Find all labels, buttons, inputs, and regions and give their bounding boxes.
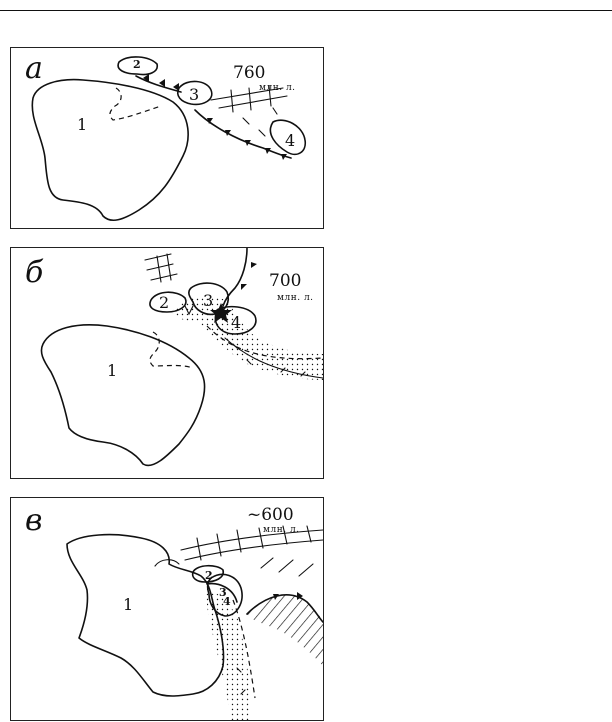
suture-line [149,331,194,369]
age-unit: млн. л. [277,293,314,303]
subduction-tooth [297,592,303,600]
panel-v-letter: в [25,503,42,538]
age-label: ~600 [247,505,294,525]
ridge-ticks [242,107,278,137]
block-3-label: 3 [203,291,213,310]
subduction-tooth [143,74,149,82]
subduction-tooth [173,83,179,91]
panel-b-letter: б [25,255,44,290]
spreading-ridge [210,87,284,101]
subduction-tooth [225,130,231,136]
age-label: 760 [233,63,265,83]
panel-a: а 1 2 3 4 760 млн. л. [10,47,324,229]
ridge-offset [230,85,272,113]
age-label: 700 [269,271,301,291]
subduction-tooth [251,262,257,268]
subduction-tooth [241,284,247,290]
subduction-tooth [265,148,271,154]
subduction-zone-lower [194,109,292,159]
sediment-belt [171,296,323,380]
continent-notch [154,559,180,567]
continent-1-label: 1 [77,115,87,134]
subduction-tooth [245,140,251,146]
panel-a-letter: а [25,51,43,86]
block-2-outline [117,56,159,76]
block-4-outline [269,119,307,156]
sediment-boundary [232,599,256,699]
spreading-ridge [184,539,323,561]
page-top-rule [0,10,612,11]
panel-b: б 2 3 4 1 700 млн. л. [10,247,324,479]
ridge-offset [196,525,312,561]
block-3-outline [176,80,213,106]
ridge-offset [156,253,172,283]
ridge-ticks [260,557,314,577]
block-4-label: 4 [285,131,295,150]
subduction-zone [222,248,248,307]
block-3-4-outline [206,573,243,617]
continent-1-outline [40,324,206,467]
subduction-tooth [281,154,287,160]
block-2-outline [191,564,225,583]
continent-1-outline [66,533,225,697]
block-2-outline [149,291,187,313]
block-3-label: 3 [189,85,199,104]
spreading-ridge [180,529,323,551]
block-4-outline [214,305,257,335]
block-2-label: 2 [133,58,141,71]
block-2-tick [184,305,194,316]
continent-1-label: 1 [123,595,133,614]
rift-ticks [236,667,246,695]
subduction-tooth [207,118,213,124]
subduction-tooth [273,594,279,600]
age-unit: млн. л. [263,525,300,535]
spreading-ridge [144,253,178,281]
block-2-label: 2 [159,293,169,312]
continent-1-label: 1 [107,361,117,380]
collision-star-icon [210,303,232,323]
block-4-label: 4 [231,313,241,332]
spreading-ridge [218,95,288,109]
block-3-4-outline [206,582,238,603]
suture-line [109,87,162,121]
sediment-boundary [206,325,323,360]
continent-1-outline [31,78,189,222]
age-unit: млн. л. [259,83,296,93]
block-2-label: 2 [205,569,213,582]
oceanic-crust-hatched [247,594,323,666]
panel-a-drawing: а 1 2 3 4 760 млн. л. [25,51,307,222]
rift-ticks [232,343,306,377]
panel-b-drawing: б 2 3 4 1 700 млн. л. [25,248,323,467]
subduction-tooth [159,79,165,87]
sediment-edge [224,337,323,379]
hatched-boundary [246,594,323,623]
